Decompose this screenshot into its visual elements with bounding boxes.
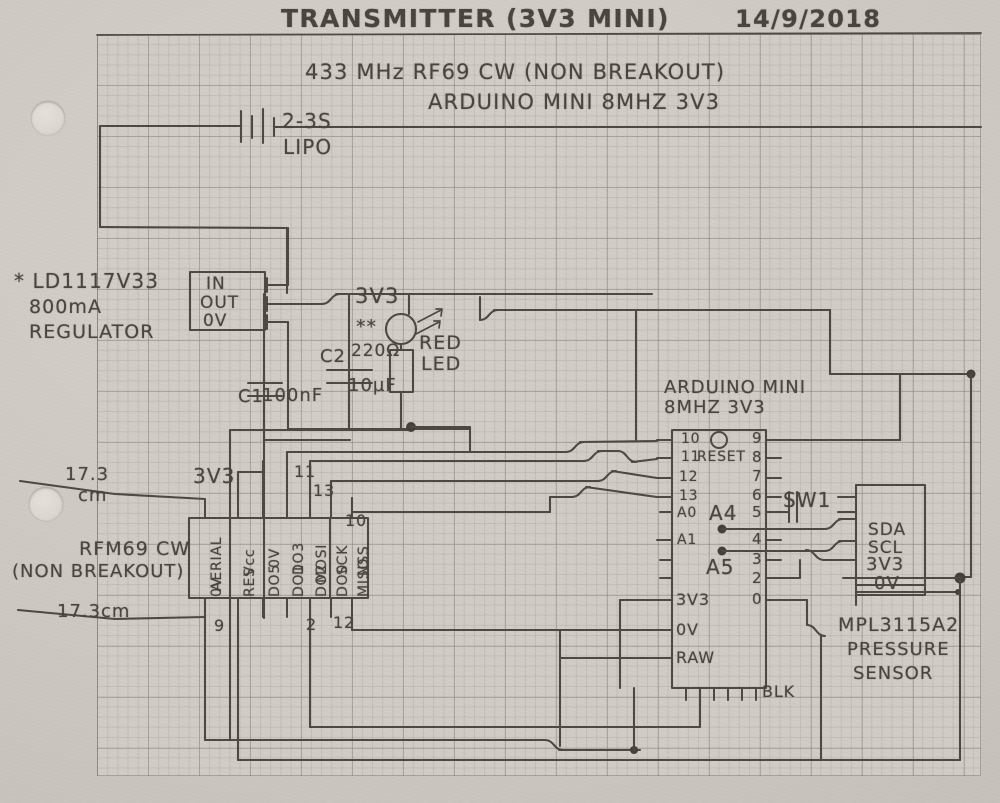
wire-label-12: 12 xyxy=(333,613,356,632)
switch-sw1-label: SW1 xyxy=(783,488,832,512)
resistor-value: 220Ω xyxy=(351,341,401,361)
arduino-pin-a1: A1 xyxy=(677,532,698,548)
rfm69-pin-do1: DO1 xyxy=(291,563,307,597)
battery-chemistry-label: LIPO xyxy=(283,135,333,159)
rfm69-pin-do2: DO2 xyxy=(314,563,330,597)
hole-punch-top xyxy=(31,101,65,135)
arduino-label-a5: A5 xyxy=(706,555,735,579)
arduino-pin-3: 3 xyxy=(752,550,763,568)
sensor-pin-3v3: 3V3 xyxy=(866,554,905,575)
arduino-pin-0v: 0V xyxy=(676,620,699,639)
arduino-reset-label: RESET xyxy=(697,449,746,465)
subtitle-rf-module: 433 MHz RF69 CW (NON BREAKOUT) xyxy=(305,60,726,84)
capacitor-c2-ref: C2 xyxy=(320,346,347,367)
rfm69-subtitle: (NON BREAKOUT) xyxy=(12,561,185,582)
arduino-pin-13: 13 xyxy=(679,488,699,504)
arduino-pin-raw: RAW xyxy=(676,648,715,667)
sensor-pin-sda: SDA xyxy=(868,520,907,540)
graph-paper-grid xyxy=(97,34,981,776)
rfm69-rail-3v3: 3V3 xyxy=(193,464,236,488)
sensor-pin-scl: SCL xyxy=(868,538,903,558)
capacitor-c1-value: 100nF xyxy=(262,385,324,406)
arduino-pin-7: 7 xyxy=(752,467,763,485)
regulator-note-current: 800mA xyxy=(29,296,102,318)
arduino-pin-8: 8 xyxy=(752,448,763,466)
sensor-pin-0v: 0V xyxy=(874,573,900,594)
rfm69-pin-0v-bottom: 0V xyxy=(209,576,225,597)
regulator-pin-0v: 0V xyxy=(203,311,228,331)
sensor-part-number: MPL3115A2 xyxy=(838,614,960,636)
rfm69-pin-do5: DO5 xyxy=(267,563,283,597)
battery-cell-count-label: 2-3S xyxy=(282,109,332,133)
arduino-label-a4: A4 xyxy=(709,501,738,525)
arduino-pin-4: 4 xyxy=(752,530,763,548)
led-label-led: LED xyxy=(421,353,462,375)
regulator-note-type: REGULATOR xyxy=(29,321,155,343)
rfm69-title: RFM69 CW xyxy=(79,538,191,560)
capacitor-c1-ref: C1 xyxy=(238,386,265,407)
aerial-top-unit: cm xyxy=(78,485,108,506)
subtitle-mcu: ARDUINO MINI 8MHZ 3V3 xyxy=(428,90,721,114)
hole-punch-bottom xyxy=(29,487,63,521)
wire-label-11: 11 xyxy=(294,462,317,481)
aerial-bottom-length: 17.3cm xyxy=(57,601,131,622)
wire-label-13: 13 xyxy=(313,481,336,500)
resistor-marker: ** xyxy=(356,316,378,338)
rail-label-3v3: 3V3 xyxy=(355,284,400,308)
arduino-pin-11: 11 xyxy=(681,449,701,465)
programming-header-label: BLK xyxy=(762,682,796,701)
rfm69-pin-res: RES xyxy=(242,567,258,597)
wire-label-9: 9 xyxy=(214,616,226,635)
arduino-pin-2: 2 xyxy=(752,569,763,587)
sensor-desc-pressure: PRESSURE xyxy=(847,639,950,660)
arduino-pin-12: 12 xyxy=(679,469,699,485)
arduino-pin-0: 0 xyxy=(752,590,763,608)
arduino-pin-9: 9 xyxy=(752,429,763,447)
arduino-title: ARDUINO MINI xyxy=(664,377,807,398)
arduino-pin-10: 10 xyxy=(681,431,701,447)
page-title: TRANSMITTER (3V3 MINI) xyxy=(281,4,670,33)
rfm69-pin-miso: MISO xyxy=(356,557,372,597)
wire-label-2: 2 xyxy=(306,615,318,634)
capacitor-c2-value: 10µF xyxy=(348,375,397,396)
arduino-pin-3v3: 3V3 xyxy=(676,590,710,609)
regulator-note-part: * LD1117V33 xyxy=(14,269,160,293)
regulator-pin-in: IN xyxy=(206,274,226,294)
aerial-top-length: 17.3 xyxy=(65,464,110,485)
arduino-pin-6: 6 xyxy=(752,486,763,504)
page-date: 14/9/2018 xyxy=(735,5,882,33)
rfm69-pin-do0: DO0 xyxy=(335,563,351,597)
led-label-red: RED xyxy=(419,332,462,354)
regulator-pin-out: OUT xyxy=(200,293,240,313)
arduino-subtitle: 8MHZ 3V3 xyxy=(664,397,766,418)
sensor-desc-sensor: SENSOR xyxy=(853,663,934,684)
arduino-pin-5: 5 xyxy=(752,503,763,521)
arduino-pin-a0: A0 xyxy=(677,505,698,521)
wire-label-10: 10 xyxy=(345,511,368,530)
